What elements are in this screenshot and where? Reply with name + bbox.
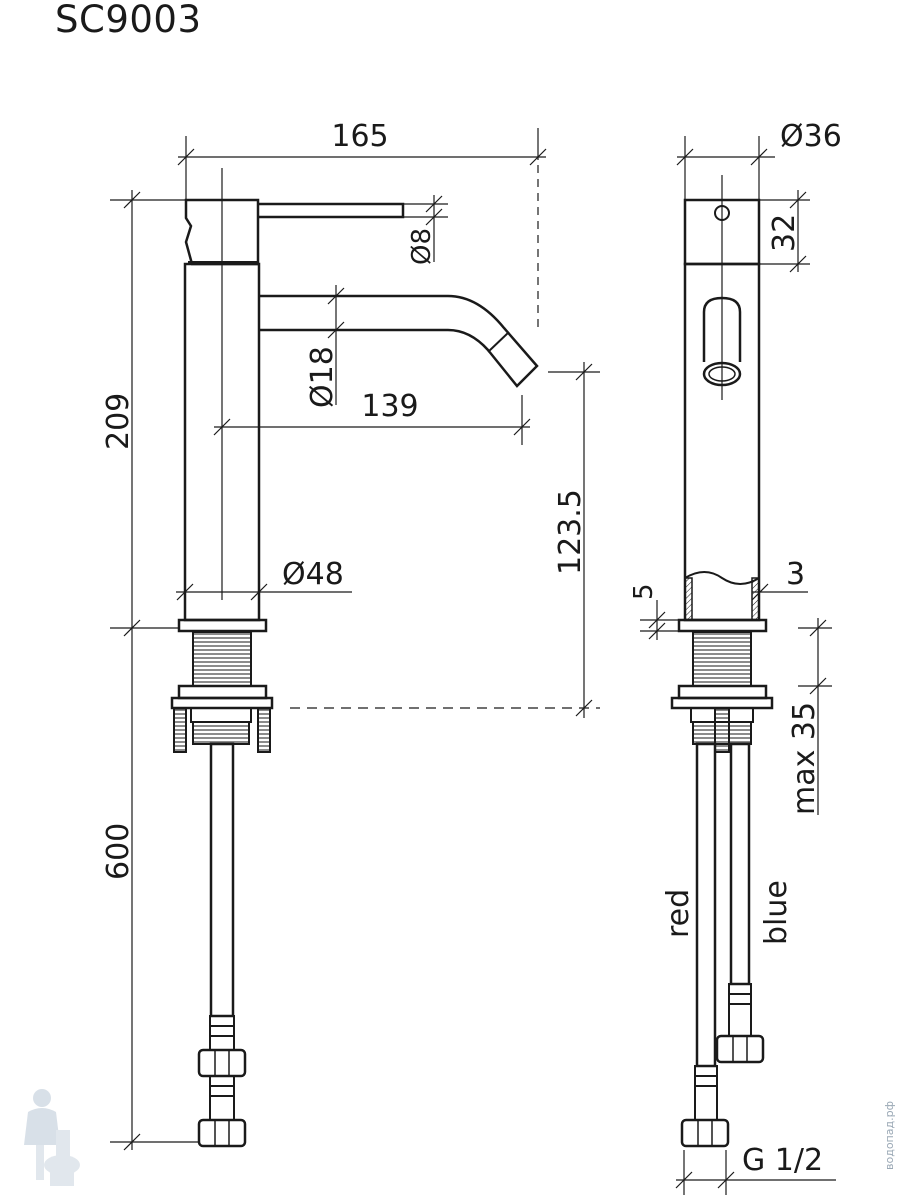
front-shank [192, 631, 252, 687]
dim-hose-length: 600 [101, 823, 136, 880]
side-shank [692, 631, 752, 687]
plumber-logo [24, 1089, 80, 1186]
dim-spout-diameter: Ø18 [305, 346, 340, 408]
dim-spout-reach: 139 [361, 389, 418, 424]
front-view: 165 Ø8 Ø18 139 209 600 [101, 119, 600, 1151]
front-lever-handle [258, 202, 405, 219]
side-hose-red [695, 742, 717, 1068]
watermark-text: водопад.рф [883, 1101, 896, 1170]
dim-side-diameter: Ø36 [780, 119, 842, 154]
side-hose-blue-nut [715, 1034, 765, 1064]
dim-max-thickness: max 35 [787, 702, 822, 815]
front-base-ring [177, 618, 268, 633]
side-view: Ø36 32 5 3 max 35 red blue [629, 119, 842, 1195]
dim-connection: G 1/2 [742, 1143, 823, 1178]
dim-spout-height: 123.5 [553, 489, 588, 575]
dim-body-diameter: Ø48 [282, 557, 344, 592]
label-hose-red: red [661, 889, 696, 938]
side-hose-red-nut [680, 1118, 730, 1148]
front-mount-plate [170, 696, 274, 710]
dim-body-height: 209 [101, 393, 136, 450]
front-hose-nut [197, 1048, 247, 1078]
label-hose-blue: blue [759, 880, 794, 945]
dim-overall-depth: 165 [331, 119, 388, 154]
dim-handle-height: 32 [767, 214, 802, 252]
dim-wall-5: 5 [629, 583, 659, 600]
front-lever-cap [184, 198, 260, 266]
side-hose-blue [729, 742, 751, 986]
front-spout [259, 294, 539, 388]
drawing-title: SC9003 [55, 0, 202, 41]
front-hose [209, 742, 235, 1018]
dim-lever-diameter: Ø8 [407, 228, 437, 265]
dim-wall-3: 3 [786, 557, 805, 592]
